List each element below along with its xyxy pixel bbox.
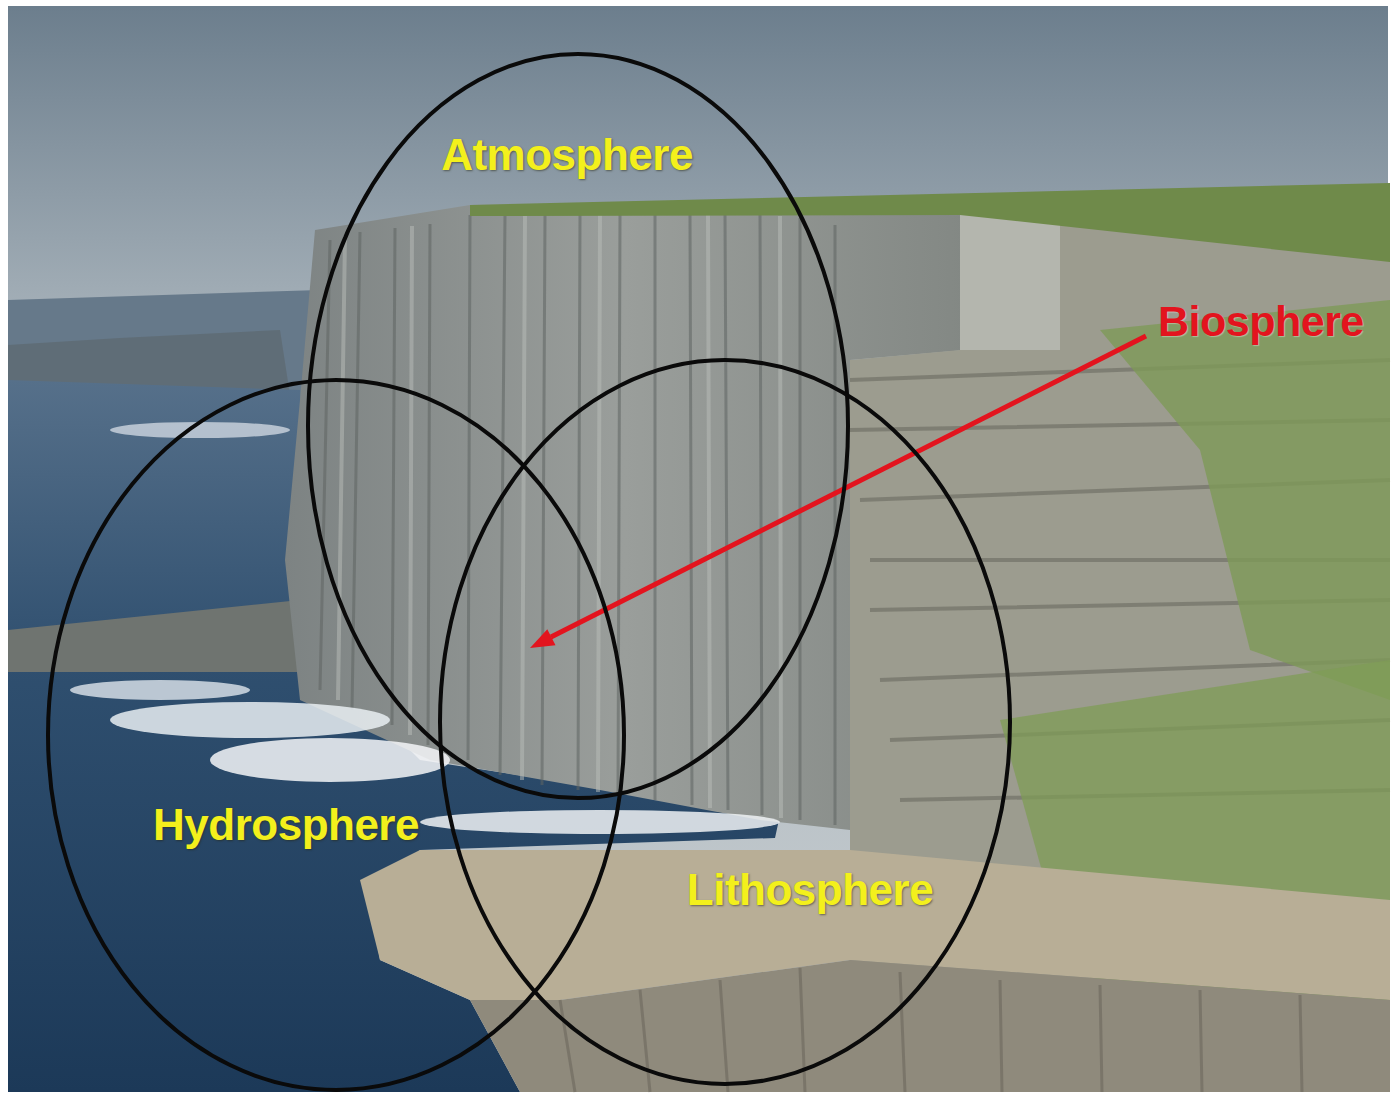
sphere-label-wrap: Lithosphere [687, 865, 933, 916]
callout-wrap: Biosphere [1158, 297, 1364, 346]
cliff-highlights [338, 215, 781, 818]
ledge-face [470, 960, 1390, 1092]
surf [70, 680, 250, 700]
sphere-label: Atmosphere [441, 130, 693, 181]
sphere-label: Hydrosphere [153, 800, 419, 851]
circle-outline [44, 376, 628, 1094]
sphere-label: Lithosphere [687, 865, 933, 916]
sphere-circle: Hydrosphere [44, 376, 628, 1094]
sphere-circle: Lithosphere [436, 356, 1014, 1088]
circle-outline-ellipse [308, 54, 848, 798]
circle-outline-ellipse [48, 380, 624, 1090]
surf [110, 702, 390, 738]
circle-outline-ellipse [440, 360, 1010, 1084]
sphere-circle: Atmosphere [304, 50, 852, 802]
surf [210, 738, 450, 782]
callout-label: Biosphere [1158, 297, 1364, 346]
circle-outline [436, 356, 1014, 1088]
leader-line [551, 336, 1146, 637]
sphere-label-wrap: Hydrosphere [153, 800, 419, 851]
grass-top [470, 183, 1390, 262]
leader-arrowhead [530, 629, 556, 648]
ledge-cracks [560, 968, 1302, 1092]
surf [420, 810, 780, 834]
cliff-cracks [320, 215, 835, 825]
sphere-label-wrap: Atmosphere [441, 130, 693, 181]
grass-terrace [1100, 300, 1390, 700]
